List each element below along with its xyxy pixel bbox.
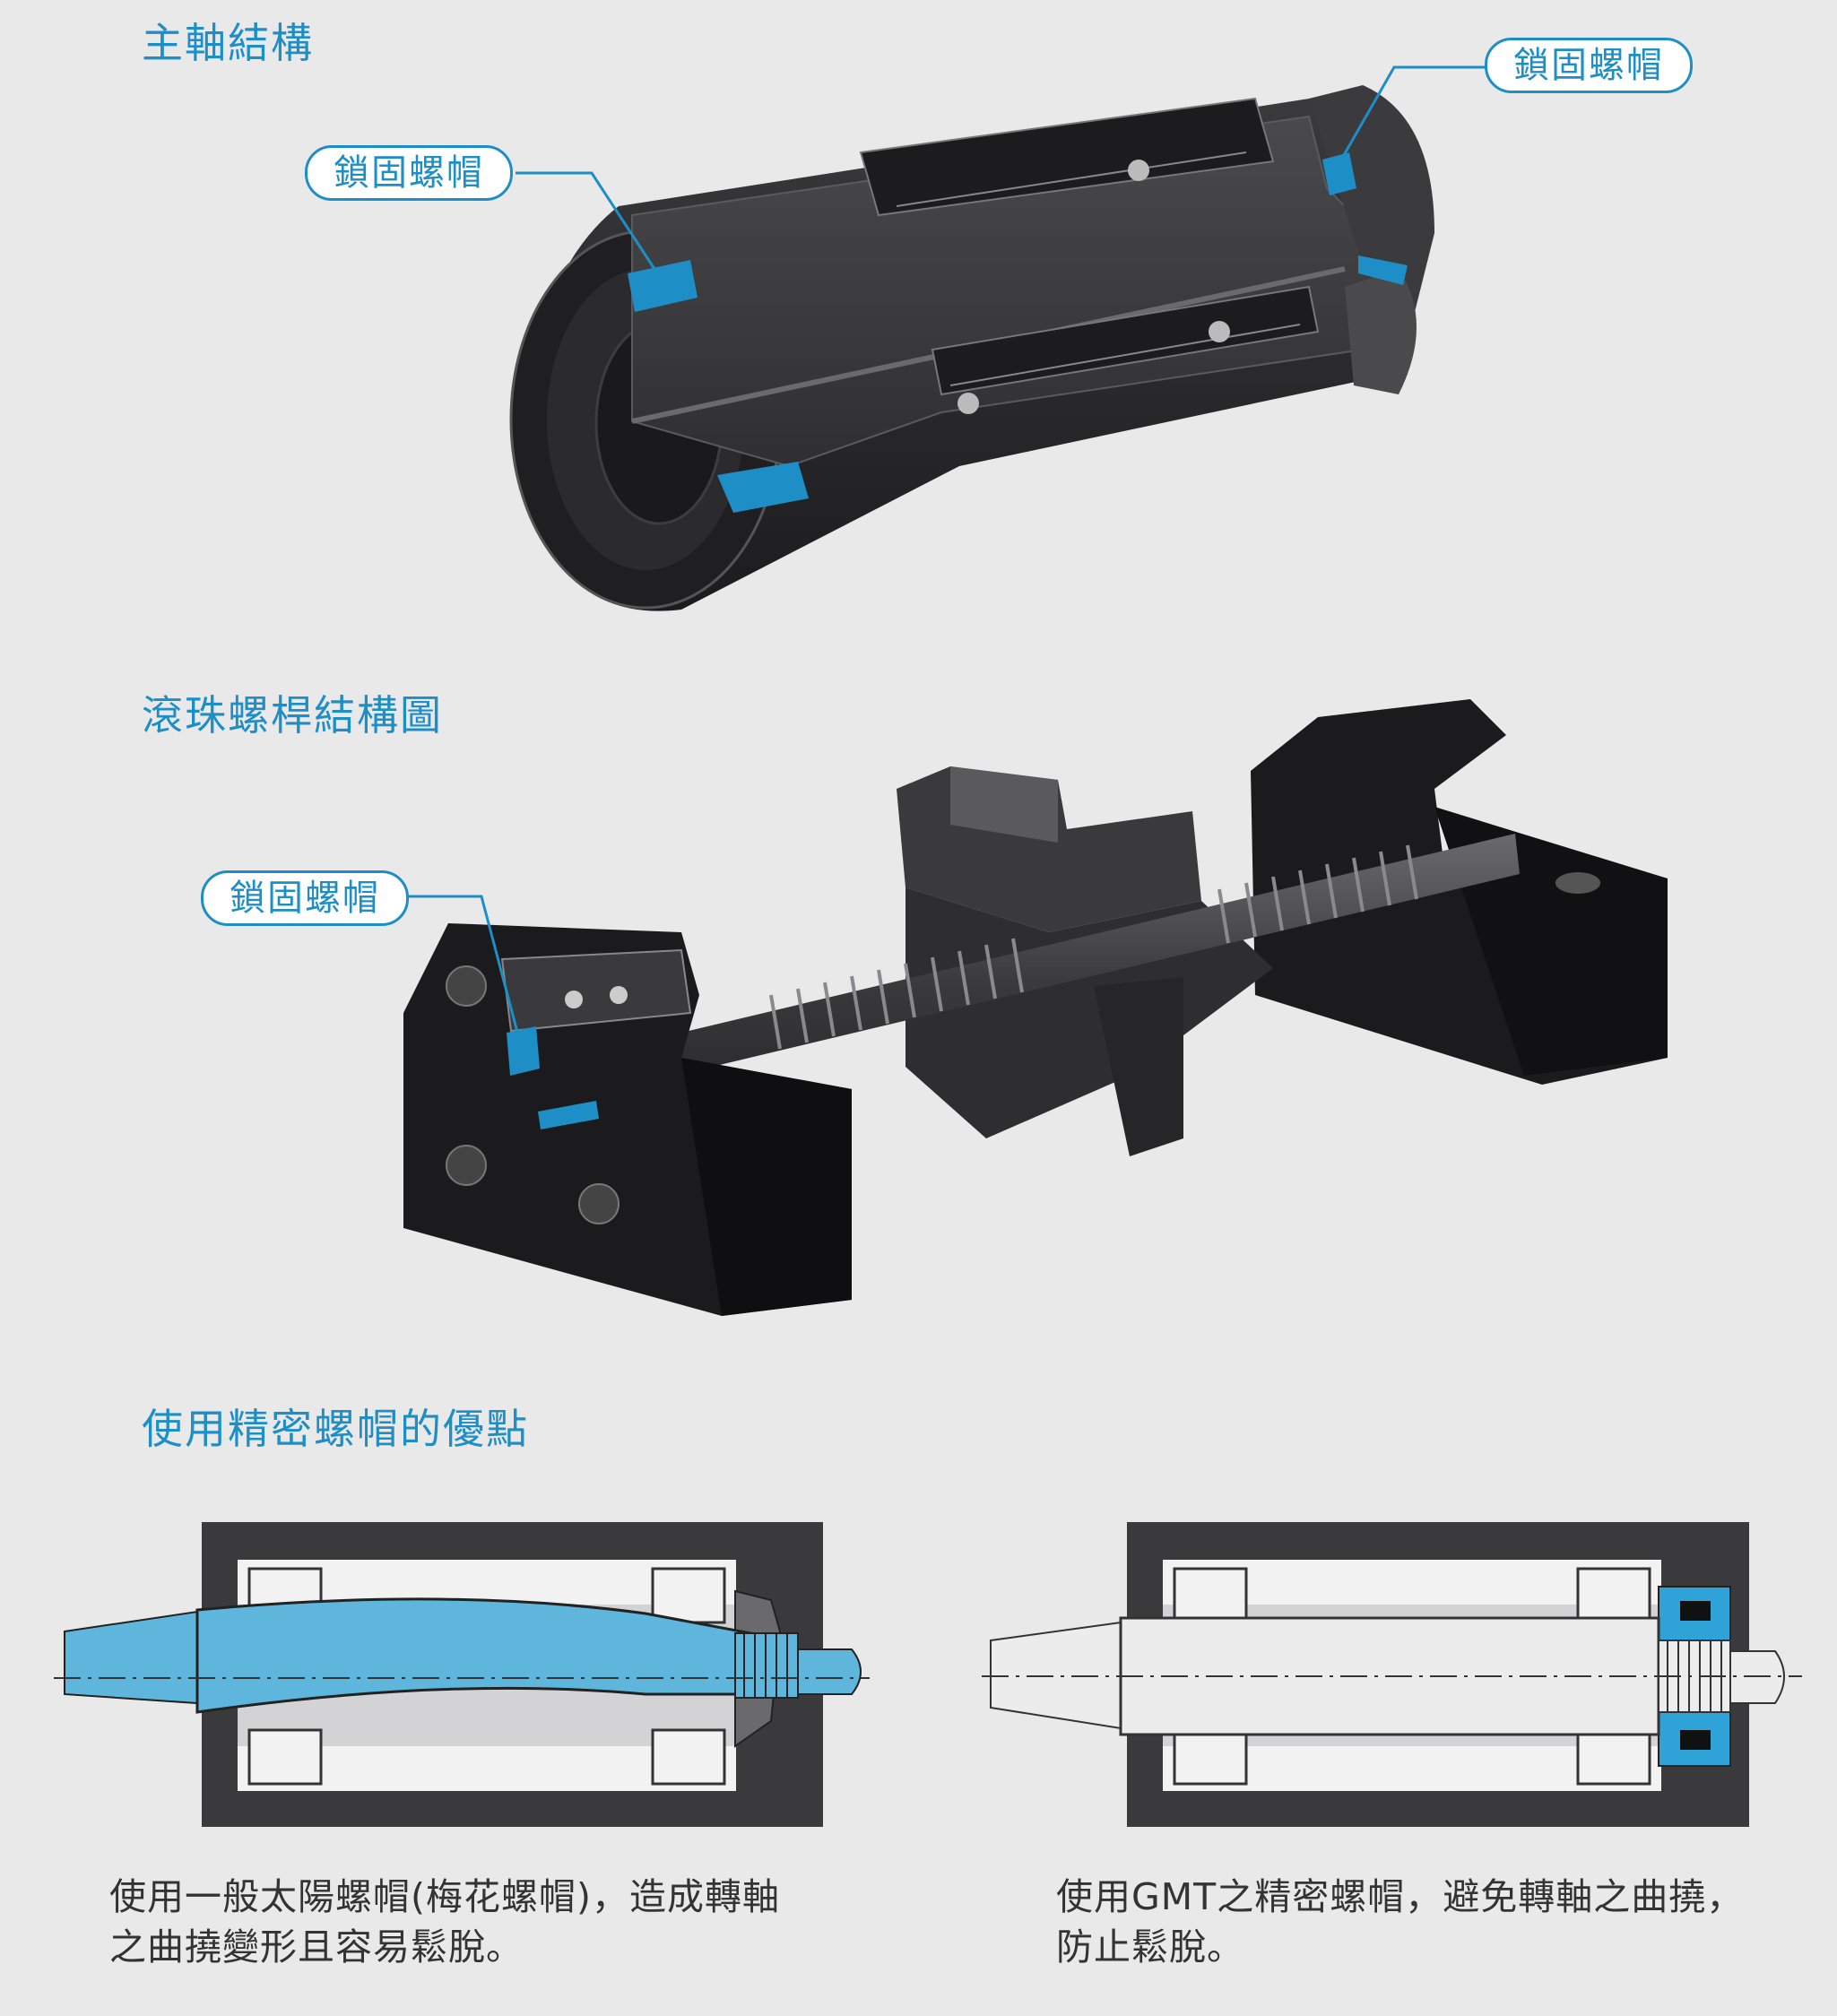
ballscrew-left-callout: 鎖固螺帽 xyxy=(201,870,409,926)
spindle-left-callout: 鎖固螺帽 xyxy=(305,145,513,201)
ordinary-nut-caption-line1: 使用一般太陽螺帽(梅花螺帽)，造成轉軸 xyxy=(109,1875,780,1918)
precision-nut-caption: 使用GMT之精密螺帽，避免轉軸之曲撓， 防止鬆脫。 xyxy=(1056,1872,1744,1972)
ballscrew-section-title: 滾珠螺桿結構圖 xyxy=(142,691,443,740)
precision-nut-caption-line1: 使用GMT之精密螺帽，避免轉軸之曲撓， xyxy=(1056,1875,1745,1918)
spindle-section-title: 主軸結構 xyxy=(142,19,314,67)
precision-nut-diagram xyxy=(982,1522,1802,1827)
advantages-section-title: 使用精密螺帽的優點 xyxy=(142,1405,529,1453)
ordinary-nut-caption: 使用一般太陽螺帽(梅花螺帽)，造成轉軸 之曲撓變形且容易鬆脫。 xyxy=(109,1872,780,1972)
spindle-illustration xyxy=(509,65,1488,611)
spindle-right-callout: 鎖固螺帽 xyxy=(1485,38,1693,93)
precision-nut-caption-line2: 防止鬆脫。 xyxy=(1056,1925,1244,1968)
ordinary-nut-caption-line2: 之曲撓變形且容易鬆脫。 xyxy=(109,1925,524,1968)
ballscrew-illustration xyxy=(403,699,1668,1316)
ordinary-nut-diagram xyxy=(54,1522,870,1827)
